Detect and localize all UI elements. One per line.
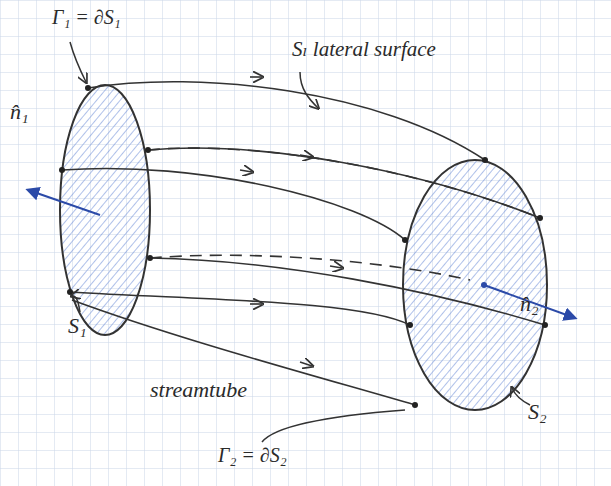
text-label: S₂	[528, 400, 547, 424]
text-label: S₁	[68, 314, 87, 338]
text-label: Γ₂ = ∂S₂	[218, 444, 287, 466]
text-label: n̂₁	[10, 100, 29, 124]
text-label: Sₗ lateral surface	[292, 38, 436, 61]
text-label: streamtube	[150, 378, 247, 402]
text-label: Γ₁ = ∂S₁	[52, 6, 121, 28]
text-label: n̂₂	[520, 292, 539, 316]
